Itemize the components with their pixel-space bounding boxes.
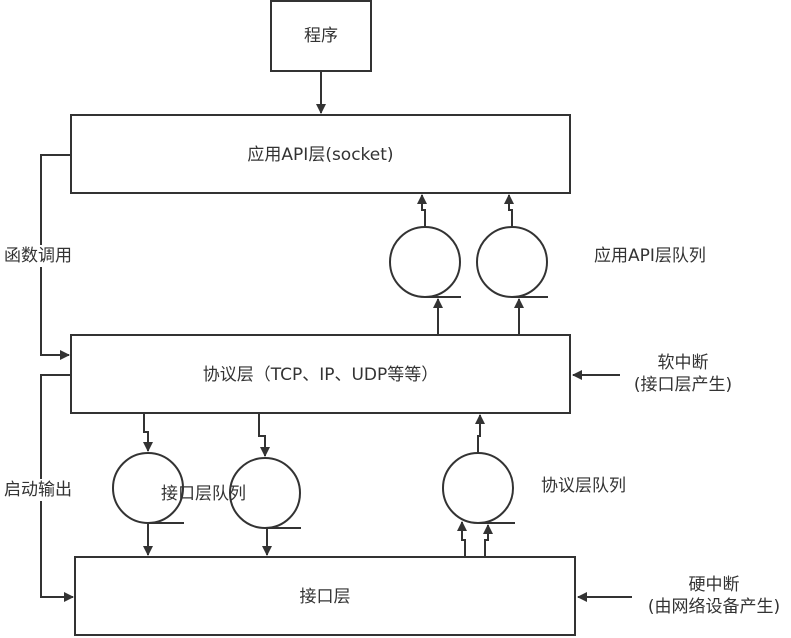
app-api-queue-1 — [389, 226, 461, 298]
arrow-queue-1-to-api — [417, 194, 427, 227]
app-api-layer-box — [70, 114, 571, 194]
soft-interrupt-source: (接口层产生) — [633, 375, 733, 395]
arrow-protocol-to-iface-queue-2 — [258, 413, 270, 457]
soft-interrupt-label: 软中断 (接口层产生) — [618, 352, 748, 396]
arrow-interface-to-protocol-queue-2 — [483, 524, 493, 557]
app-api-layer-label: 应用API层(socket) — [247, 145, 394, 165]
hard-interrupt-source: (由网络设备产生) — [647, 597, 781, 617]
arrow-queue-2-to-api — [504, 194, 514, 227]
function-call-label: 函数调用 — [4, 245, 72, 267]
interface-layer-box — [74, 556, 576, 636]
protocol-queue-label: 协议层队列 — [541, 476, 626, 496]
protocol-layer-box — [70, 334, 571, 414]
app-api-queue-2 — [476, 226, 548, 298]
start-output-label: 启动输出 — [4, 479, 72, 501]
arrow-interface-to-protocol-queue-1 — [457, 521, 467, 557]
hard-interrupt-label: 硬中断 (由网络设备产生) — [632, 574, 791, 618]
arrow-protocol-queue-to-protocol — [475, 414, 485, 453]
protocol-layer-label: 协议层（TCP、IP、UDP等等） — [202, 365, 439, 385]
soft-interrupt-title: 软中断 — [657, 353, 709, 373]
interface-layer-label: 接口层 — [299, 587, 351, 607]
hard-interrupt-title: 硬中断 — [688, 575, 740, 595]
protocol-queue — [442, 452, 514, 524]
arrow-protocol-to-iface-queue-1 — [143, 413, 153, 452]
app-api-queue-label: 应用API层队列 — [594, 246, 706, 266]
program-label: 程序 — [304, 26, 338, 46]
interface-queue-label: 接口层队列 — [161, 484, 246, 504]
program-box — [270, 0, 372, 72]
